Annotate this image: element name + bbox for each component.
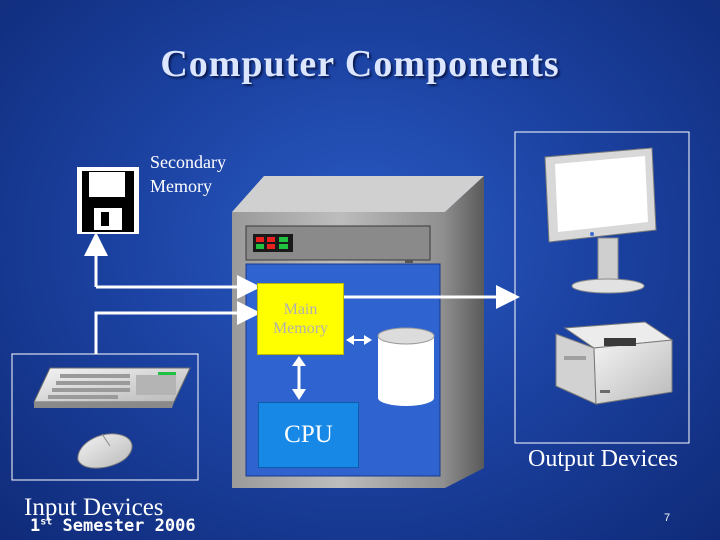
printer-icon (555, 321, 674, 405)
slide-title: Computer Components (160, 43, 560, 85)
keyboard-icon (33, 367, 191, 408)
disk-drive-icon (377, 327, 435, 406)
cpu-box: CPU (258, 402, 359, 468)
main-memory-box: Main Memory (257, 283, 344, 355)
floppy-disk-icon (77, 167, 139, 234)
main-memory-label-line2: Memory (272, 320, 329, 337)
mouse-icon (77, 433, 133, 469)
connection-lines (84, 232, 520, 354)
monitor-icon (544, 147, 657, 294)
output-devices-label: Output Devices (528, 446, 678, 472)
footer-semester: 1st Semester 2006 (30, 516, 196, 536)
footer-semester-suffix: st (40, 516, 53, 528)
memory-cpu-arrow (292, 356, 306, 400)
cpu-label: CPU (284, 421, 333, 448)
input-devices-label: Input Devices (24, 494, 164, 521)
main-memory-label-line1: Main (283, 301, 318, 318)
secondary-memory-label-line2: Memory (150, 176, 212, 196)
secondary-memory-label: Secondary Memory (150, 150, 226, 198)
footer-semester-text: Semester 2006 (52, 516, 196, 536)
memory-disk-arrow (346, 335, 372, 345)
secondary-memory-label-line1: Secondary (150, 152, 226, 172)
page-number: 7 (664, 512, 671, 524)
input-to-main-memory-line (94, 311, 249, 354)
input-devices-box (11, 353, 199, 481)
footer-semester-number: 1 (30, 516, 41, 536)
